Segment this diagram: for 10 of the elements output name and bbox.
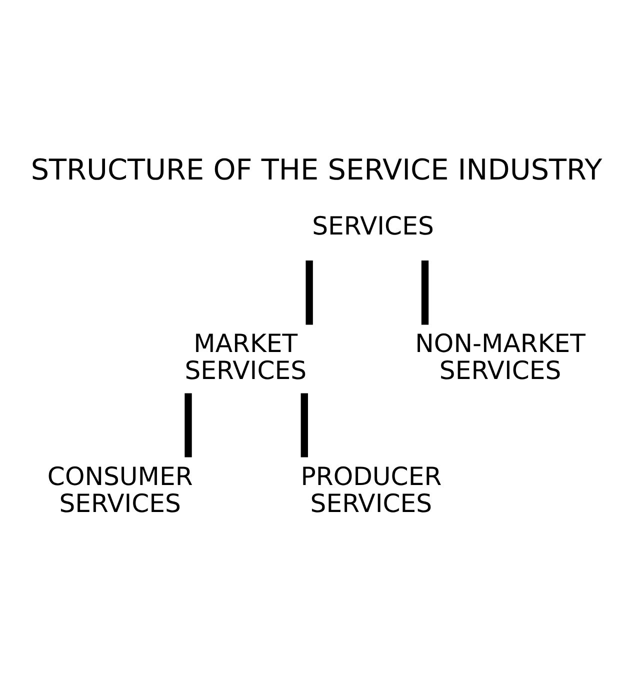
connector xyxy=(306,260,313,324)
diagram-title: STRUCTURE OF THE SERVICE INDUSTRY xyxy=(30,152,602,186)
node-text: SERVICES xyxy=(312,211,434,240)
node-text: MARKET SERVICES xyxy=(184,328,307,385)
node-text: PRODUCER SERVICES xyxy=(300,461,442,518)
node-text: NON-MARKET SERVICES xyxy=(415,328,586,385)
connector xyxy=(184,392,192,457)
connector xyxy=(421,260,429,324)
connector xyxy=(300,392,308,457)
node-text: CONSUMER SERVICES xyxy=(47,461,193,518)
